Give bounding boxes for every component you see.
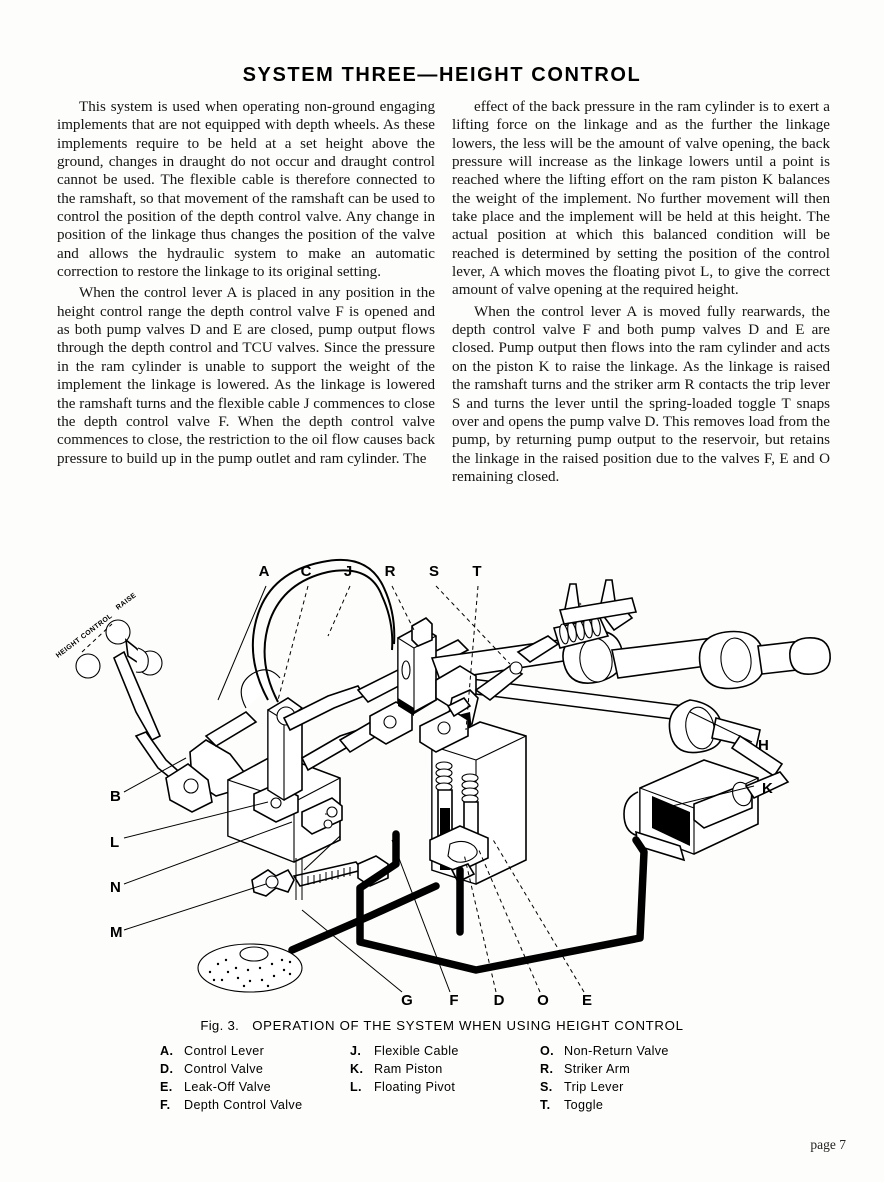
- legend-label: Floating Pivot: [374, 1080, 456, 1094]
- legend-label: Ram Piston: [374, 1062, 443, 1076]
- page-title: SYSTEM THREE—HEIGHT CONTROL: [242, 64, 642, 86]
- callout-a: A: [259, 563, 270, 580]
- legend-label: Toggle: [564, 1098, 604, 1112]
- flexible-cable: [251, 558, 396, 703]
- callout-s: S: [429, 563, 439, 580]
- callout-r: R: [385, 563, 396, 580]
- legend-key: J.: [350, 1044, 362, 1058]
- callout-o: O: [537, 992, 549, 1009]
- legend-item: T. Toggle: [540, 1098, 730, 1116]
- callout-e: E: [582, 992, 592, 1009]
- control-quadrant: HEIGHT CONTROL RAISE: [55, 592, 188, 786]
- legend-column-3: O. Non-Return Valve R. Striker Arm S. Tr…: [540, 1044, 730, 1116]
- legend-item: S. Trip Lever: [540, 1080, 730, 1098]
- legend-key: S.: [540, 1080, 553, 1094]
- legend-key: L.: [350, 1080, 362, 1094]
- legend-label: Non-Return Valve: [564, 1044, 669, 1058]
- legend-label: Leak-Off Valve: [184, 1080, 272, 1094]
- valve-block: [419, 696, 527, 885]
- paragraph: This system is used when operating non-g…: [57, 99, 435, 281]
- quadrant-label-raise: RAISE: [115, 592, 138, 612]
- legend-item: E. Leak-Off Valve: [160, 1080, 350, 1098]
- page-number: page 7: [810, 1137, 846, 1152]
- guide-pin: [295, 858, 303, 900]
- callout-m: M: [110, 924, 123, 941]
- legend-item: F. Depth Control Valve: [160, 1098, 350, 1116]
- callout-leaders: [123, 585, 755, 993]
- legend-key: F.: [160, 1098, 171, 1112]
- quadrant-label-height-control: HEIGHT CONTROL: [55, 613, 114, 660]
- callout-h: H: [758, 737, 769, 754]
- legend-item: O. Non-Return Valve: [540, 1044, 730, 1062]
- left-linkage-assembly: [165, 669, 389, 897]
- striker-arm-bracket: [397, 617, 437, 716]
- legend-key: R.: [540, 1062, 554, 1076]
- legend-key: O.: [540, 1044, 554, 1058]
- body-text-right-column: effect of the back pressure in the ram c…: [452, 98, 830, 486]
- paragraph: When the control lever A is placed in an…: [57, 285, 435, 467]
- legend-key: A.: [160, 1044, 174, 1058]
- figure-diagram: HEIGHT CONTROL RAISE: [40, 540, 846, 1010]
- paragraph: effect of the back pressure in the ram c…: [452, 99, 830, 299]
- body-text-left-column: This system is used when operating non-g…: [57, 98, 435, 468]
- callout-t: T: [472, 563, 481, 580]
- legend-label: Trip Lever: [564, 1080, 624, 1094]
- figure-caption-text: OPERATION OF THE SYSTEM WHEN USING HEIGH…: [252, 1018, 684, 1033]
- paragraph: When the control lever A is moved fully …: [452, 303, 830, 485]
- callout-n: N: [110, 879, 121, 896]
- legend-label: Striker Arm: [564, 1062, 631, 1076]
- figure-legend: A. Control Lever D. Control Valve E. Lea…: [160, 1044, 730, 1116]
- legend-column-2: J. Flexible Cable K. Ram Piston L. Float…: [350, 1044, 540, 1116]
- figure-number: Fig. 3.: [200, 1018, 240, 1033]
- callout-c: C: [301, 563, 312, 580]
- callout-b: B: [110, 788, 121, 805]
- callout-l: L: [110, 834, 119, 851]
- legend-label: Flexible Cable: [374, 1044, 459, 1058]
- legend-label: Control Valve: [184, 1062, 264, 1076]
- legend-label: Control Lever: [184, 1044, 265, 1058]
- callout-j: J: [344, 563, 352, 580]
- hydraulic-pipes: [288, 830, 648, 974]
- legend-item: R. Striker Arm: [540, 1062, 730, 1080]
- oil-strainer: [197, 943, 303, 993]
- legend-key: K.: [350, 1062, 364, 1076]
- callout-labels: A C J R S T H K B L N M G F D O E: [110, 563, 773, 1009]
- legend-key: T.: [540, 1098, 551, 1112]
- figure-caption: Fig. 3. OPERATION OF THE SYSTEM WHEN USI…: [0, 1018, 884, 1033]
- legend-item: K. Ram Piston: [350, 1062, 540, 1080]
- legend-item: D. Control Valve: [160, 1062, 350, 1080]
- legend-key: E.: [160, 1080, 173, 1094]
- legend-label: Depth Control Valve: [184, 1098, 303, 1112]
- legend-column-1: A. Control Lever D. Control Valve E. Lea…: [160, 1044, 350, 1116]
- ram-cylinder: [623, 759, 790, 862]
- callout-g: G: [401, 992, 413, 1009]
- callout-f: F: [449, 992, 458, 1009]
- callout-k: K: [762, 780, 773, 797]
- legend-item: L. Floating Pivot: [350, 1080, 540, 1098]
- legend-item: A. Control Lever: [160, 1044, 350, 1062]
- legend-key: D.: [160, 1062, 174, 1076]
- scan-specks: [324, 602, 582, 816]
- legend-item: J. Flexible Cable: [350, 1044, 540, 1062]
- callout-d: D: [494, 992, 505, 1009]
